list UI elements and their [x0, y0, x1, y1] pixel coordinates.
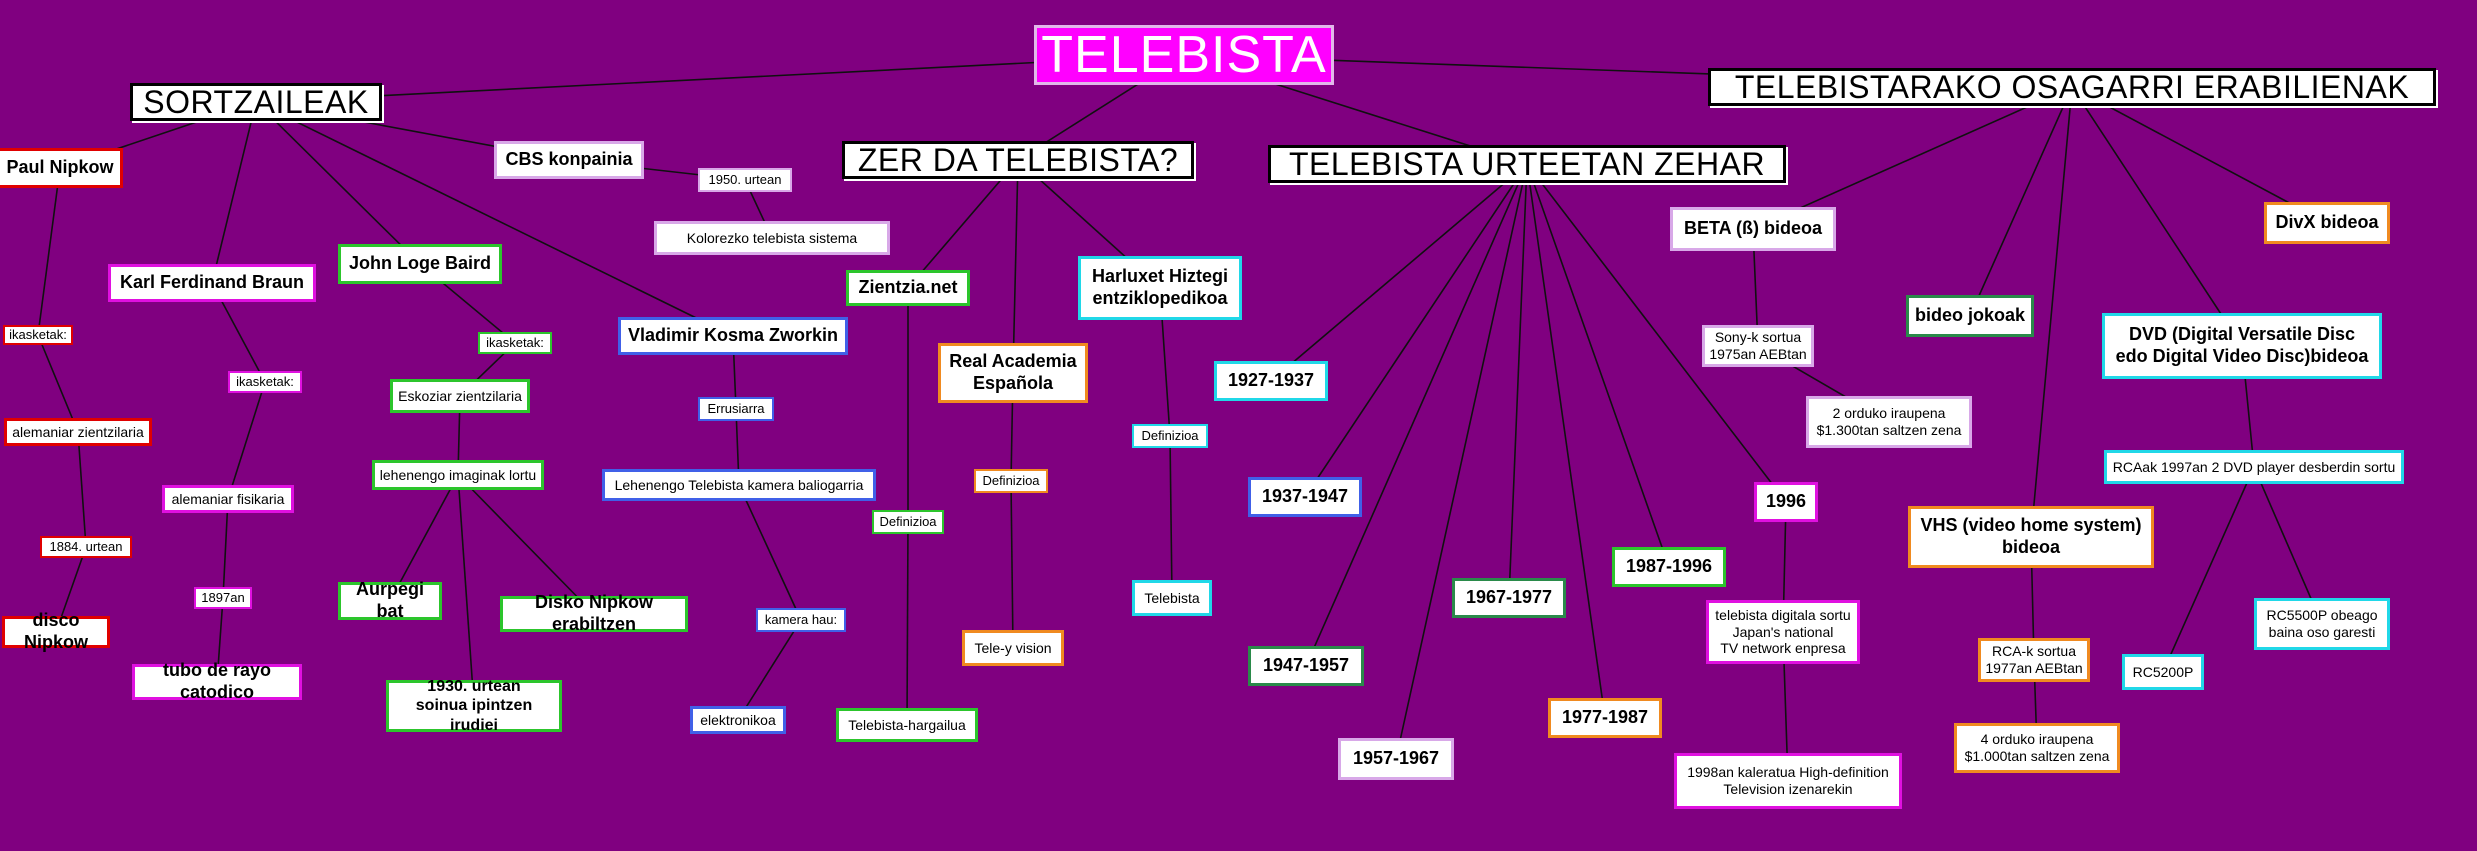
- creator-paul-nipkow: Paul Nipkow: [0, 148, 123, 188]
- connector-urt-t7: [1526, 163, 1670, 568]
- period-1927-1937: 1927-1937: [1214, 361, 1328, 401]
- period-1957-1967: 1957-1967: [1338, 738, 1454, 780]
- connector-bai-ev-bai-d1: [389, 474, 459, 602]
- accessory-vhs-bideoa: VHS (video home system) bideoa: [1908, 506, 2154, 568]
- dvd-rc5500p: RC5500P obeago baina oso garesti: [2254, 598, 2390, 650]
- zientzia-definition-label: Definizioa: [872, 510, 944, 534]
- connector-urt-t8: [1526, 163, 1787, 503]
- cbs-year: 1950. urtean: [698, 168, 792, 192]
- connector-nip-nip-ik: [37, 167, 61, 336]
- period-1987-1996: 1987-1996: [1612, 547, 1726, 587]
- definition-source-zientzia-net: Zientzia.net: [846, 270, 970, 306]
- connector-har-l-har-v: [1169, 435, 1173, 599]
- connector-urt-t1: [1270, 163, 1528, 382]
- connector-sort-bai: [255, 101, 421, 265]
- vhs-price-detail: 4 orduko iraupena $1.000tan saltzen zena: [1954, 723, 2120, 773]
- cbs-invention: Kolorezko telebista sistema: [654, 221, 890, 255]
- section-osagarri-erabilienak: TELEBISTARAKO OSAGARRI ERABILIENAK: [1708, 68, 2436, 106]
- connector-osa-vhs: [2030, 86, 2073, 538]
- zworkin-origin: Errusiarra: [698, 397, 774, 421]
- 1996-high-definition-detail: 1998an kaleratua High-definition Televis…: [1674, 753, 1902, 809]
- rae-definition-label: Definizioa: [974, 469, 1048, 493]
- braun-year: 1897an: [194, 587, 252, 609]
- section-zer-da-telebista: ZER DA TELEBISTA?: [842, 141, 1194, 179]
- braun-studies-label: ikasketak:: [228, 371, 302, 393]
- vhs-creator-detail: RCA-k sortua 1977an AEBtan: [1978, 638, 2090, 682]
- connector-zer-zie: [907, 159, 1019, 289]
- connector-osa-games: [1969, 86, 2073, 317]
- connector-osa-divx: [2071, 86, 2328, 224]
- connector-dvd-d1-dvd-d3: [2253, 466, 2323, 625]
- connector-nip-st-nip-yr: [77, 431, 87, 548]
- connector-zer-rae: [1012, 159, 1019, 374]
- connector-urt-t6: [1526, 163, 1606, 719]
- braun-studies: alemaniar fisikaria: [162, 485, 294, 513]
- braun-invention: tubo de rayo catodico: [132, 660, 302, 702]
- creator-cbs-konpainia: CBS konpainia: [494, 141, 644, 179]
- nipkow-studies-label: ikasketak:: [3, 325, 73, 345]
- connector-zie-l-zie-v: [906, 521, 909, 726]
- period-1947-1957: 1947-1957: [1248, 646, 1364, 686]
- connector-dvd-d1-dvd-d2: [2162, 466, 2255, 673]
- zworkin-invention: Lehenengo Telebista kamera baliogarria: [602, 469, 876, 501]
- connector-zwo-inv-zwo-cl: [738, 484, 802, 621]
- connector-nip-ik-nip-st: [37, 334, 79, 433]
- accessory-divx-bideoa: DivX bideoa: [2264, 202, 2390, 244]
- connector-osa-beta: [1752, 86, 2073, 230]
- zientzia-definition-value: Telebista-hargailua: [836, 708, 978, 742]
- definition-source-harluxet: Harluxet Hiztegi entziklopedikoa: [1078, 256, 1242, 320]
- connector-sort-zwo: [255, 101, 734, 337]
- baird-first-images: lehenengo imaginak lortu: [372, 460, 544, 490]
- harluxet-definition-label: Definizioa: [1132, 424, 1208, 448]
- baird-detail-face: Aurpegi bat: [338, 579, 442, 621]
- map-title: TELEBISTA: [1034, 25, 1334, 85]
- connector-urt-t5: [1508, 163, 1528, 599]
- connector-osa-dvd: [2071, 86, 2243, 347]
- period-1967-1977: 1967-1977: [1452, 578, 1566, 618]
- section-sortzaileak: SORTZAILEAK: [130, 83, 382, 121]
- creator-john-loge-baird: John Loge Baird: [338, 244, 502, 284]
- rae-definition-value: Tele-y vision: [962, 630, 1064, 666]
- baird-studies-label: ikasketak:: [478, 332, 552, 354]
- 1996-digital-tv-detail: telebista digitala sortu Japan's nationa…: [1706, 600, 1860, 664]
- period-1996: 1996: [1754, 482, 1818, 522]
- connector-urt-t4: [1395, 163, 1528, 760]
- connector-bra-ik-bra-st: [227, 381, 266, 500]
- accessory-bideo-jokoak: bideo jokoak: [1906, 295, 2034, 337]
- creator-karl-ferdinand-braun: Karl Ferdinand Braun: [108, 264, 316, 302]
- definition-source-real-academia: Real Academia Española: [938, 343, 1088, 403]
- baird-detail-sound-1930: 1930. urtean soinua ipintzen irudiei: [386, 678, 562, 734]
- connector-sort-bra: [211, 101, 257, 284]
- nipkow-invention: disco Nipkow: [2, 610, 110, 652]
- baird-studies: Eskoziar zientzilaria: [390, 379, 530, 413]
- beta-creator-detail: Sony-k sortua 1975an AEBtan: [1702, 325, 1814, 367]
- zworkin-camera-type: elektronikoa: [690, 706, 786, 734]
- nipkow-year: 1884. urtean: [40, 536, 132, 558]
- accessory-dvd-bideoa: DVD (Digital Versatile Disc edo Digital …: [2102, 313, 2382, 379]
- baird-detail-nipkow-disk: Disko Nipkow erabiltzen: [500, 592, 688, 634]
- nipkow-studies: alemaniar zientzilaria: [4, 418, 152, 446]
- connector-rae-l-rae-v: [1010, 480, 1014, 649]
- connector-zwo-cl-zwo-ct: [737, 619, 802, 721]
- connector-bai-ev-bai-d2: [457, 474, 595, 615]
- period-1977-1987: 1977-1987: [1548, 698, 1662, 738]
- connector-bra-st-bra-yr: [222, 498, 229, 599]
- beta-price-detail: 2 orduko iraupena $1.300tan saltzen zena: [1806, 396, 1972, 448]
- creator-vladimir-kosma-zworkin: Vladimir Kosma Zworkin: [618, 317, 848, 355]
- connector-bai-ev-bai-d3: [457, 474, 475, 707]
- accessory-beta-bideoa: BETA (ß) bideoa: [1670, 207, 1836, 251]
- connector-urt-t3: [1305, 163, 1528, 667]
- harluxet-definition-value: Telebista: [1132, 580, 1212, 616]
- period-1937-1947: 1937-1947: [1248, 477, 1362, 517]
- zworkin-camera-label: kamera hau:: [756, 608, 846, 632]
- dvd-players-detail: RCAak 1997an 2 DVD player desberdin sort…: [2104, 450, 2404, 484]
- connector-urt-t2: [1304, 163, 1528, 498]
- connector-title-sort: [255, 54, 1185, 103]
- dvd-rc5200p: RC5200P: [2122, 654, 2204, 690]
- section-telebista-urteetan-zehar: TELEBISTA URTEETAN ZEHAR: [1268, 145, 1786, 183]
